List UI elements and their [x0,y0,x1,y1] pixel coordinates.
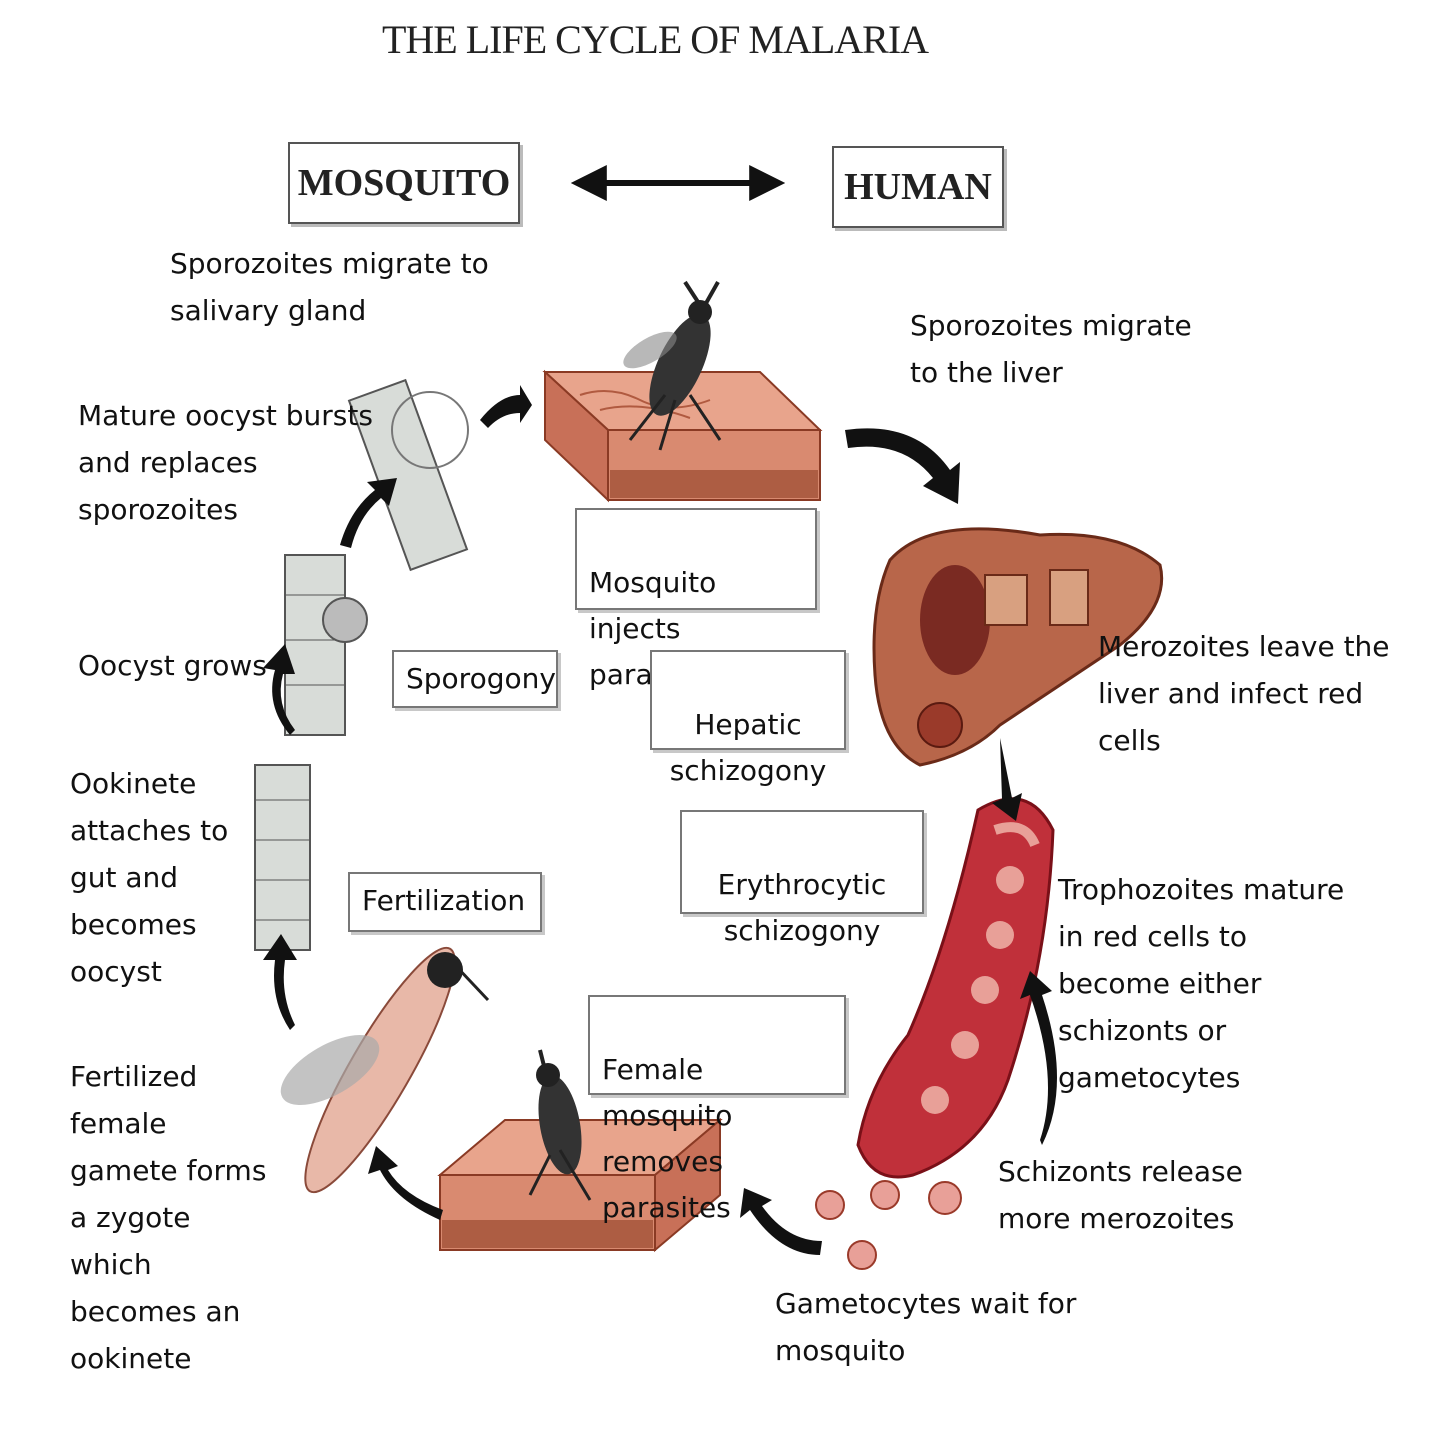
label-salivary: Sporozoites migrate to salivary gland [170,247,489,327]
stage-hepatic: Hepatic schizogony [650,650,846,787]
stage-sporogony: Sporogony [392,650,558,708]
red-cell-icon [815,1180,962,1270]
label-ookinete: Ookinete attaches to gut and becomes ooc… [70,767,229,988]
label-trophozoites: Trophozoites mature in red cells to beco… [1058,873,1345,1094]
label-schizonts: Schizonts release more merozoites [998,1155,1243,1235]
mosquito-icon [280,946,490,1194]
label-oocyst-grows: Oocyst grows [78,649,267,682]
label-gametocytes: Gametocytes wait for mosquito [775,1287,1077,1367]
stage-female-mosquito-label: Female mosquito removes parasites [602,1053,733,1224]
stage-erythrocytic-label: Erythrocytic schizogony [717,868,887,947]
stage-fertilization-label: Fertilization [362,884,526,917]
mosquito-host-box: MOSQUITO [288,142,520,224]
label-liver: Sporozoites migrate to the liver [910,309,1192,389]
mosquito-icon [623,280,722,451]
mosquito-host-label: MOSQUITO [297,162,511,204]
human-host-box: HUMAN [832,146,1004,228]
stage-mosquito-injects: Mosquito injects parasites [575,508,817,691]
page-title: THE LIFE CYCLE OF MALARIA [381,17,929,62]
stage-sporogony-label: Sporogony [406,662,556,695]
cycle-arrow-icon [263,385,1057,1255]
stage-erythrocytic: Erythrocytic schizogony [680,810,924,947]
label-fertilized: Fertilized female gamete forms a zygote … [70,1060,267,1375]
label-oocyst-bursts: Mature oocyst bursts and replaces sporoz… [78,399,373,526]
stage-female-mosquito: Female mosquito removes parasites [588,995,846,1224]
stage-fertilization: Fertilization [348,872,542,932]
mosquito-icon [528,1049,592,1201]
liver-icon [872,527,1164,767]
label-merozoites-leave: Merozoites leave the liver and infect re… [1098,630,1390,757]
blood-vessel-icon [856,797,1055,1179]
human-host-label: HUMAN [844,166,992,208]
stage-hepatic-label: Hepatic schizogony [669,708,827,787]
gut-cells-icon [254,378,469,951]
